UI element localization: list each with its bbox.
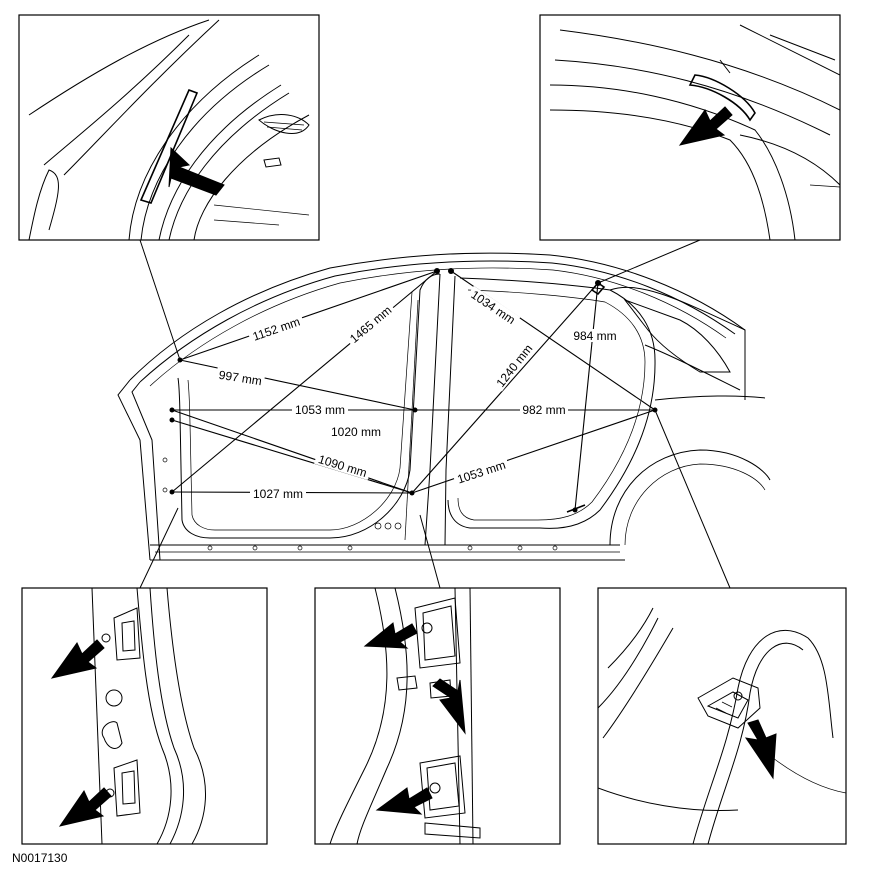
svg-text:1152 mm: 1152 mm [251,314,302,343]
svg-text:997 mm: 997 mm [218,368,263,389]
figure-id-label: N0017130 [12,851,68,865]
svg-text:1053 mm: 1053 mm [295,403,345,417]
svg-text:1240 mm: 1240 mm [494,342,536,390]
svg-text:1465 mm: 1465 mm [347,303,394,346]
svg-text:982 mm: 982 mm [522,403,565,417]
detail-rear-striker [597,587,847,845]
dim-label-1465: 1465 mm [344,301,397,348]
dim-label-1090: 1090 mm [314,451,372,480]
sill-holes [162,457,558,551]
dim-label-982: 982 mm [520,403,568,417]
svg-text:1020 mm: 1020 mm [331,425,381,439]
dim-label-1053-upper: 1053 mm [292,403,348,417]
dim-label-1240: 1240 mm [491,339,537,392]
dim-label-1020: 1020 mm [328,425,384,439]
detail-a-pillar-upper [18,14,320,241]
dim-label-997: 997 mm [215,367,266,389]
svg-text:1053 mm: 1053 mm [455,458,507,487]
svg-text:984 mm: 984 mm [573,329,616,343]
dim-label-1152: 1152 mm [247,313,305,344]
svg-text:1090 mm: 1090 mm [317,452,369,480]
measurement-points [169,268,658,513]
svg-text:1034 mm: 1034 mm [468,288,517,328]
detail-front-door-hinges [21,587,268,845]
body-side-outline [117,252,771,561]
dimension-labels: 1152 mm 1465 mm 1034 mm 984 mm 997 mm 10… [215,285,620,501]
measurement-lines [171,270,656,511]
svg-text:1027 mm: 1027 mm [253,487,303,501]
dim-label-984: 984 mm [570,329,620,343]
dim-label-1027: 1027 mm [250,487,306,501]
detail-c-pillar-roof [539,14,841,241]
detail-leader-lines [139,239,731,589]
dim-label-1053-lower: 1053 mm [452,456,510,487]
detail-rear-door-hinges [314,587,561,845]
